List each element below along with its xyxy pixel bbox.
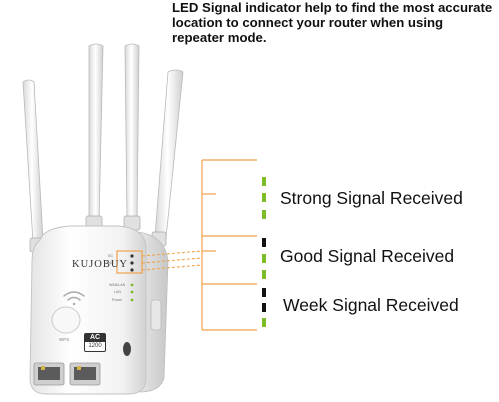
antenna-far-left (22, 79, 44, 243)
signal-bars-strong (262, 177, 266, 219)
device-brand-label: KUJOBUY (72, 259, 129, 270)
wps-label: WPS (59, 337, 70, 342)
side-ports (123, 299, 162, 356)
ac-badge-bottom: 1200 (88, 343, 102, 349)
led-label-5g: 5G (108, 254, 113, 258)
wps-button (51, 306, 81, 334)
antenna-mid-right (124, 43, 140, 223)
signal-bars-weak (262, 288, 266, 327)
ac-badge-top: AC (85, 334, 105, 342)
led-label-power: Power (112, 298, 123, 302)
signal-label-strong: Strong Signal Received (280, 188, 463, 208)
wifi-icon (63, 291, 85, 306)
led-label-wanlan: WAN/LAN (109, 283, 126, 287)
led-highlight-box (116, 250, 143, 274)
led-label-24g: 2.4G (106, 261, 114, 265)
signal-label-good: Good Signal Received (280, 246, 455, 266)
signal-bracket (201, 159, 257, 331)
led-indicators (130, 254, 134, 302)
antenna-mid-left (88, 43, 104, 223)
ac-badge: AC 1200 (84, 333, 106, 352)
caption-text: LED Signal indicator help to find the mo… (172, 0, 493, 45)
ethernet-ports (33, 362, 101, 386)
antenna-far-right (154, 69, 184, 239)
antenna-group (22, 43, 184, 243)
signal-bars-good (262, 238, 266, 279)
signal-label-weak: Week Signal Received (283, 295, 459, 315)
led-label-lan: LAN (114, 290, 121, 294)
